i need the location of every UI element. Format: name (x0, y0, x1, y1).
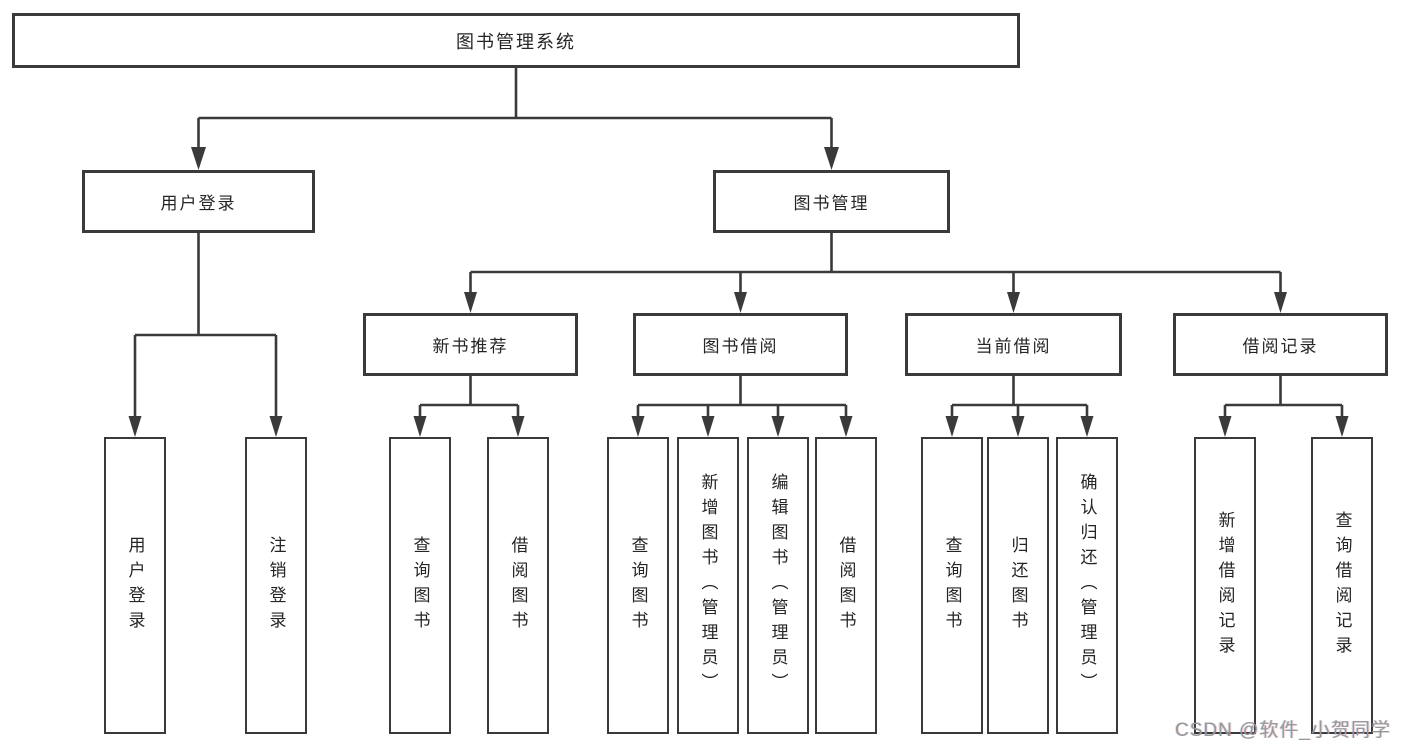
leaf-confirm-return-admin: 确认归还（管理员） (1056, 437, 1118, 734)
node-root-label: 图书管理系统 (456, 31, 576, 52)
leaf-query-books-borrow: 查询图书 (607, 437, 669, 734)
leaf-query-books-borrow-label: 查询图书 (628, 535, 648, 636)
leaf-return-books: 归还图书 (987, 437, 1049, 734)
leaf-confirm-return-admin-label: 确认归还（管理员） (1077, 473, 1097, 698)
node-user-login-label: 用户登录 (160, 194, 237, 213)
leaf-borrow-books-recommend-label: 借阅图书 (508, 535, 528, 636)
leaf-user-login: 用户登录 (104, 437, 166, 734)
leaf-edit-books-admin: 编辑图书（管理员） (747, 437, 809, 734)
node-root-system: 图书管理系统 (12, 13, 1020, 68)
leaf-borrow-books: 借阅图书 (815, 437, 877, 734)
leaf-query-borrow-record-label: 查询借阅记录 (1332, 510, 1352, 661)
node-current-borrow: 当前借阅 (905, 313, 1122, 376)
node-borrow-record: 借阅记录 (1173, 313, 1388, 376)
node-book-borrow-label: 图书借阅 (702, 337, 779, 356)
node-book-management-label: 图书管理 (793, 194, 870, 213)
leaf-query-books-current-label: 查询图书 (942, 535, 962, 636)
leaf-borrow-books-recommend: 借阅图书 (487, 437, 549, 734)
leaf-borrow-books-label: 借阅图书 (836, 535, 856, 636)
leaf-query-books-recommend: 查询图书 (389, 437, 451, 734)
leaf-logout: 注销登录 (245, 437, 307, 734)
node-new-book-recommend-label: 新书推荐 (432, 337, 509, 356)
leaf-query-books-current: 查询图书 (921, 437, 983, 734)
leaf-add-books-admin: 新增图书（管理员） (677, 437, 739, 734)
leaf-query-borrow-record: 查询借阅记录 (1311, 437, 1373, 734)
watermark: CSDN @软件_小贺同学 (1175, 720, 1391, 741)
node-new-book-recommend: 新书推荐 (363, 313, 578, 376)
leaf-user-login-label: 用户登录 (125, 535, 145, 636)
leaf-add-borrow-record-label: 新增借阅记录 (1215, 510, 1235, 661)
node-book-management: 图书管理 (713, 170, 950, 233)
node-book-borrow: 图书借阅 (633, 313, 848, 376)
leaf-logout-label: 注销登录 (266, 535, 286, 636)
leaf-edit-books-admin-label: 编辑图书（管理员） (768, 473, 788, 698)
node-user-login: 用户登录 (82, 170, 315, 233)
leaf-return-books-label: 归还图书 (1008, 535, 1028, 636)
node-current-borrow-label: 当前借阅 (975, 337, 1052, 356)
node-borrow-record-label: 借阅记录 (1242, 337, 1319, 356)
leaf-add-books-admin-label: 新增图书（管理员） (698, 473, 718, 698)
leaf-add-borrow-record: 新增借阅记录 (1194, 437, 1256, 734)
leaf-query-books-recommend-label: 查询图书 (410, 535, 430, 636)
